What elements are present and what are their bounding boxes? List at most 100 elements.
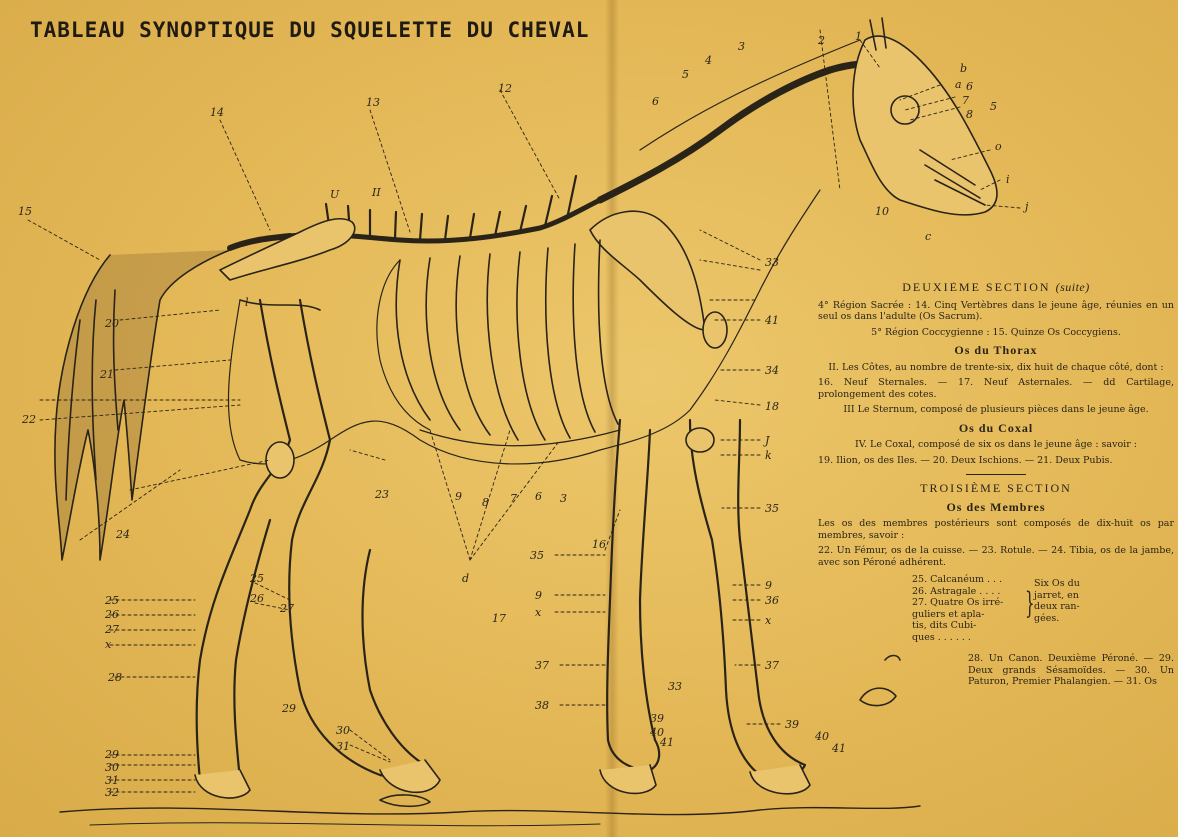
label-hind-23: 23 xyxy=(374,488,389,501)
label-spine-ii: II xyxy=(371,186,381,199)
label-mid-25: 25 xyxy=(249,572,264,585)
label-jaw-d: c xyxy=(925,230,931,243)
label-ribs-a: 9 xyxy=(455,490,462,503)
label-head-d: 7 xyxy=(962,94,969,107)
label-hind-21: 21 xyxy=(99,368,114,381)
tarse-item: 27. Quatre Os irré- xyxy=(912,597,1022,609)
legend-panel: DEUXIÈME SECTION (suite) 4° Région Sacré… xyxy=(818,282,1174,837)
label-fore-16: 16 xyxy=(592,538,606,551)
tarse-note-line: jarret, en xyxy=(1034,590,1104,602)
label-mid-39: 39 xyxy=(650,712,664,725)
label-tail: 15 xyxy=(18,205,32,218)
label-right-41: 41 xyxy=(764,314,779,327)
label-hind-x: x xyxy=(105,638,112,651)
tarse-item: 26. Astragale . . . . xyxy=(912,586,1022,598)
label-ribs-e: 3 xyxy=(560,492,567,505)
legend-sternum: III Le Sternum, composé de plusieurs piè… xyxy=(818,404,1174,416)
label-hind-30: 30 xyxy=(105,761,119,774)
label-ribs-d: 6 xyxy=(535,490,542,503)
label-right-33: 33 xyxy=(765,256,779,269)
tarse-item: ques . . . . . . xyxy=(912,632,1022,644)
label-hind-28: 28 xyxy=(107,671,122,684)
label-sacrum: 14 xyxy=(210,106,224,119)
label-neck-d: 3 xyxy=(738,40,745,53)
label-hind-26: 26 xyxy=(104,608,119,621)
legend-sternales: 16. Neuf Sternales. — 17. Neuf Asternale… xyxy=(818,377,1174,400)
label-ribs-b: 8 xyxy=(482,496,489,509)
legend-coxal: IV. Le Coxal, composé de six os dans le … xyxy=(818,439,1174,451)
label-mid-29: 29 xyxy=(281,702,296,715)
label-mid-26: 26 xyxy=(249,592,264,605)
label-right-37: 37 xyxy=(765,659,779,672)
tarse-note-line: gées. xyxy=(1034,613,1104,625)
tarse-brace: } xyxy=(1025,574,1031,643)
label-neck-a: 6 xyxy=(652,95,659,108)
legend-membres: Les os des membres postérieurs sont comp… xyxy=(818,518,1174,541)
label-back: 13 xyxy=(366,96,380,109)
label-spine-u: U xyxy=(330,188,340,201)
tarse-note-line: deux ran- xyxy=(1034,601,1104,613)
label-hind-24: 24 xyxy=(115,528,130,541)
label-ribs-c: 7 xyxy=(510,492,517,505)
label-hind-29: 29 xyxy=(104,748,119,761)
label-head-e: 5 xyxy=(990,100,997,113)
label-head-f: 8 xyxy=(966,108,973,121)
label-sternum: d xyxy=(462,572,469,585)
label-head-b: a xyxy=(955,78,962,91)
label-jaw-b: i xyxy=(1006,173,1010,186)
tarse-item: guliers et apla- xyxy=(912,609,1022,621)
tarse-note-line: Six Os du xyxy=(1034,578,1104,590)
label-right-18: 18 xyxy=(765,400,779,413)
label-shoulder: 12 xyxy=(498,82,512,95)
label-right-39: 39 xyxy=(785,718,799,731)
legend-coccygienne: 5° Région Coccygienne : 15. Quinze Os Co… xyxy=(818,327,1174,339)
legend-ilion: 19. Ilion, os des Iles. — 20. Deux Ischi… xyxy=(818,455,1174,467)
label-right-35: 35 xyxy=(765,502,779,515)
label-xiph: 17 xyxy=(492,612,506,625)
label-right-36: 36 xyxy=(765,594,779,607)
label-mid-30: 30 xyxy=(336,724,350,737)
label-hind-32: 32 xyxy=(105,786,119,799)
section-heading-deuxieme: DEUXIÈME SECTION (suite) xyxy=(818,282,1174,294)
label-hind-20: 20 xyxy=(104,317,119,330)
tarse-item: 25. Calcanéum . . . xyxy=(912,574,1022,586)
label-jaw-c: j xyxy=(1022,200,1029,213)
legend-femur: 22. Un Fémur, os de la cuisse. — 23. Rot… xyxy=(818,545,1174,568)
tarse-item: tis, dits Cubi- xyxy=(912,620,1022,632)
label-neck-e: 2 xyxy=(817,34,825,47)
legend-cotes: II. Les Côtes, au nombre de trente-six, … xyxy=(818,362,1174,374)
label-right-9: 9 xyxy=(765,579,772,592)
label-hind-25: 25 xyxy=(104,594,119,607)
label-right-k: k xyxy=(765,449,772,462)
label-jaw-a: o xyxy=(995,140,1002,153)
label-right-34: 34 xyxy=(765,364,779,377)
label-mid-38: 38 xyxy=(535,699,549,712)
section-divider xyxy=(966,474,1026,475)
legend-tarse-group: 25. Calcanéum . . . 26. Astragale . . . … xyxy=(912,574,1174,643)
label-neck-b: 5 xyxy=(682,68,689,81)
label-mid-31: 31 xyxy=(336,740,350,753)
label-hind-27: 27 xyxy=(104,623,119,636)
label-throat: 10 xyxy=(875,205,889,218)
label-mid-27: 27 xyxy=(279,602,294,615)
label-head-a: b xyxy=(960,62,967,75)
heading-coxal: Os du Coxal xyxy=(818,423,1174,435)
tarse-left-list: 25. Calcanéum . . . 26. Astragale . . . … xyxy=(912,574,1022,643)
label-right-x: x xyxy=(765,614,772,627)
legend-canon: 28. Un Canon. Deuxième Péroné. — 29. Deu… xyxy=(818,653,1174,688)
heading-membres: Os des Membres xyxy=(818,502,1174,514)
heading-thorax: Os du Thorax xyxy=(818,345,1174,357)
tarse-right-note: Six Os du jarret, en deux ran- gées. xyxy=(1034,574,1104,643)
label-mid-33: 33 xyxy=(668,680,682,693)
label-mid-41: 41 xyxy=(659,736,674,749)
label-right-j: J xyxy=(763,434,770,447)
label-head-c: 6 xyxy=(966,80,973,93)
label-neck-f: 1 xyxy=(855,30,862,43)
label-hind-22: 22 xyxy=(21,413,36,426)
label-neck-c: 4 xyxy=(704,54,712,67)
label-mid-35: 35 xyxy=(530,549,544,562)
legend-sacree: 4° Région Sacrée : 14. Cinq Vertèbres da… xyxy=(818,300,1174,323)
section-heading-troisieme: TROISIÈME SECTION xyxy=(818,483,1174,495)
label-mid-x: x xyxy=(535,606,542,619)
